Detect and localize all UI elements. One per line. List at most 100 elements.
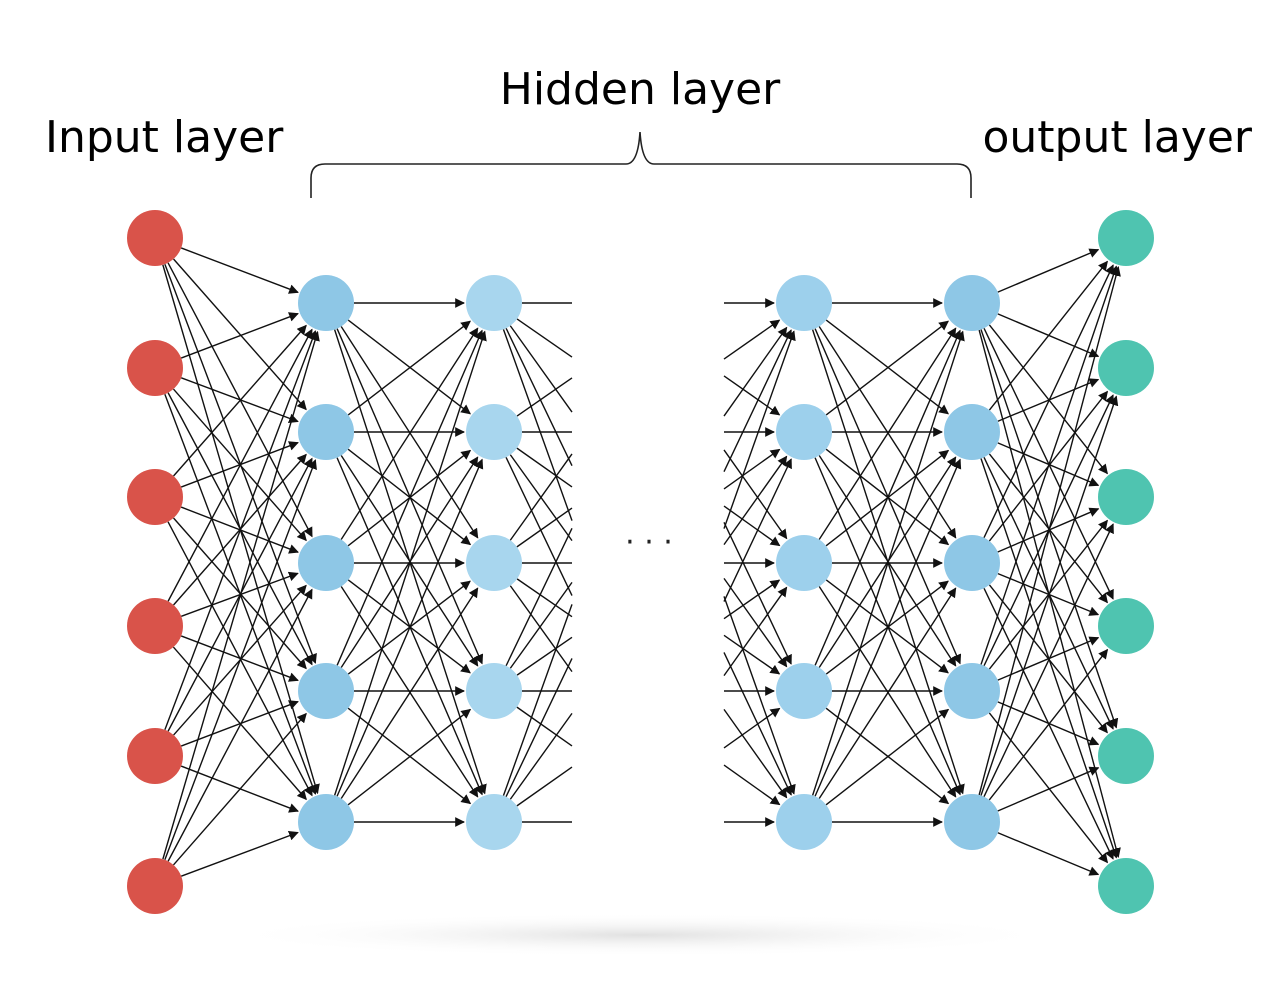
connection-edge [340,327,479,540]
partial-connection-edge [723,455,788,546]
input-node [127,469,183,525]
hidden-n-node [944,535,1000,591]
partial-connection-edge [723,764,781,806]
partial-connection-edge [723,329,792,472]
connection-edge [167,328,313,602]
connection-edge [814,328,962,665]
partial-connection-edge [516,507,573,548]
partial-connection-edge [509,325,573,413]
connection-edge [997,636,1100,681]
connection-edge [172,712,307,866]
hidden-layer-label: Hidden layer [500,64,781,115]
connection-edge [180,312,299,359]
connection-edge [988,648,1109,801]
partial-connection-edge [723,707,781,749]
connection-edge [818,587,957,799]
connection-edge [172,324,307,477]
connection-edge [162,330,320,860]
partial-connection-edge [723,586,788,677]
connection-edge [340,455,479,667]
partial-connection-edge [723,522,792,665]
input-node [127,598,183,654]
partial-connection-edge [723,326,788,417]
connection-edge [988,260,1108,411]
hidden-1-node [298,275,354,331]
partial-connection-edge [509,581,573,669]
hidden-n-1-node [776,794,832,850]
hidden-n-1-node [776,275,832,331]
connection-edge [347,319,471,415]
connection-edge [818,455,957,667]
connection-edge [814,458,962,797]
hidden-n-node [944,404,1000,460]
hidden-2-node [466,535,522,591]
partial-connection-edge [516,706,573,747]
connection-edge [180,635,299,682]
output-node [1098,469,1154,525]
connection-edge [825,708,950,806]
hidden-1-node [298,535,354,591]
connection-edge [347,448,472,546]
connection-edge [333,330,487,796]
connection-edge [825,707,950,805]
connection-edge [347,320,471,416]
partial-connection-edge [502,604,573,796]
connection-edge [825,320,949,416]
output-node [1098,858,1154,914]
partial-connection-edge [723,596,796,795]
partial-connection-edge [516,766,573,807]
partial-connection-edge [723,330,796,529]
connection-edge [983,456,1114,730]
partial-connection-edge [509,453,573,541]
connection-edge [825,448,950,546]
hidden-n-1-node [776,404,832,460]
partial-connection-edge [723,448,781,490]
connection-edge [997,378,1100,422]
connection-edge [814,329,962,666]
partial-connection-edge [723,505,781,547]
connection-edge [340,587,479,799]
connection-edge [980,395,1119,796]
input-layer-label: Input layer [45,112,284,163]
connection-edge [164,459,317,861]
connection-edge [997,766,1100,812]
connection-edge [980,265,1119,665]
connection-edge [997,832,1100,876]
connection-edge [811,330,965,796]
input-node [127,210,183,266]
connection-edge [983,264,1114,538]
partial-connection-edge [502,329,573,521]
connection-edge [818,327,957,540]
connection-edge [997,248,1100,293]
input-node [127,858,183,914]
connection-edge [336,328,484,665]
hidden-1-node [298,663,354,719]
input-node [127,728,183,784]
connection-edge [988,324,1108,475]
partial-connection-edge [723,577,788,668]
partial-connection-edge [505,658,573,798]
partial-connection-edge [516,318,573,358]
connection-edge [180,377,299,423]
connection-edge [164,330,317,731]
hidden-n-1-node [776,663,832,719]
hidden-n-node [944,275,1000,331]
connection-edge [164,263,317,664]
connection-edge [988,712,1109,864]
connection-edge [172,258,307,411]
partial-connection-edge [723,652,792,796]
connection-edge [347,708,472,806]
connection-edge [983,523,1114,797]
hidden-2-node [466,275,522,331]
hidden-n-node [944,663,1000,719]
hidden-2-node [466,404,522,460]
output-node [1098,340,1154,396]
hidden-2-node [466,663,522,719]
connection-edge [978,266,1121,796]
hidden-n-1-node [776,535,832,591]
connection-edge [336,458,484,797]
connection-edge [997,442,1100,487]
input-node [127,340,183,396]
output-node [1098,210,1154,266]
